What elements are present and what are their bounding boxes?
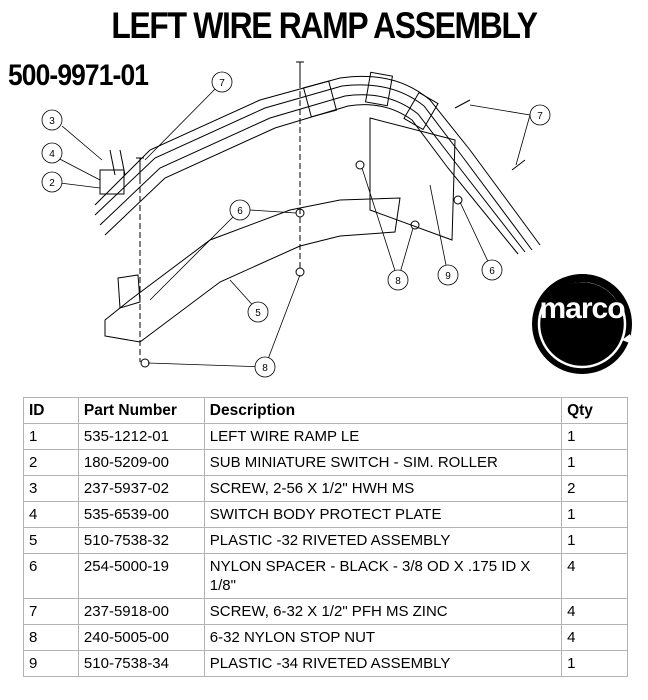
cell-part-number: 180-5209-00: [77, 449, 205, 476]
nut: [295, 267, 305, 277]
cell-description: LEFT WIRE RAMP LE: [203, 423, 563, 450]
cell-qty: 4: [561, 553, 628, 599]
callout: 6: [229, 199, 251, 221]
svg-text:8: 8: [395, 276, 401, 287]
cell-part-number: 510-7538-34: [77, 650, 205, 677]
svg-text:7: 7: [219, 78, 225, 89]
cell-description: SWITCH BODY PROTECT PLATE: [203, 501, 563, 528]
callout: 8: [254, 356, 276, 378]
callout: 7: [211, 71, 233, 93]
logo-wordmark: marco: [539, 292, 625, 325]
cell-part-number: 254-5000-19: [77, 553, 205, 599]
column-header-id: ID: [23, 397, 79, 424]
screw: [511, 159, 526, 171]
cell-description: SUB MINIATURE SWITCH - SIM. ROLLER: [203, 449, 563, 476]
svg-text:7: 7: [537, 111, 543, 122]
cell-qty: 1: [561, 501, 628, 528]
cell-qty: 1: [561, 449, 628, 476]
cell-part-number: 240-5005-00: [77, 624, 205, 651]
callout: 5: [247, 301, 269, 323]
svg-text:3: 3: [49, 116, 55, 127]
cell-qty: 4: [561, 598, 628, 625]
callout: 6: [481, 259, 503, 281]
ramp-clamp: [403, 91, 439, 131]
logo-circle-icon: [532, 274, 632, 374]
page-title: LEFT WIRE RAMP ASSEMBLY: [111, 5, 538, 46]
cell-part-number: 237-5918-00: [77, 598, 205, 625]
ramp-clamp: [364, 71, 394, 107]
wire-ramp-rail: [99, 94, 526, 253]
svg-text:6: 6: [489, 266, 495, 277]
cell-description: NYLON SPACER - BLACK - 3/8 OD X .175 ID …: [203, 553, 563, 599]
cell-id: 8: [23, 624, 79, 651]
screw: [296, 61, 304, 82]
switch-plate: [117, 274, 141, 309]
svg-text:8: 8: [262, 363, 268, 374]
cell-id: 4: [23, 501, 79, 528]
assembly-part-number: 500-9971-01: [8, 59, 149, 92]
ramp-clamp: [302, 80, 338, 118]
cell-part-number: 535-6539-00: [77, 501, 205, 528]
cell-description: SCREW, 6-32 X 1/2" PFH MS ZINC: [203, 598, 563, 625]
cell-part-number: 510-7538-32: [77, 527, 205, 554]
spacer: [453, 195, 463, 205]
screw: [136, 157, 144, 178]
cell-id: 9: [23, 650, 79, 677]
callout: 9: [437, 264, 459, 286]
svg-text:4: 4: [49, 149, 55, 160]
cell-qty: 2: [561, 475, 628, 502]
svg-text:9: 9: [445, 271, 451, 282]
column-header-qty: Qty: [561, 397, 628, 424]
wire-ramp-rail: [94, 75, 541, 246]
svg-text:5: 5: [255, 308, 261, 319]
wire-ramp-rail: [94, 84, 533, 251]
nut: [410, 220, 420, 230]
cell-part-number: 237-5937-02: [77, 475, 205, 502]
callout: 4: [41, 142, 63, 164]
cell-description: PLASTIC -34 RIVETED ASSEMBLY: [203, 650, 563, 677]
callout: 3: [41, 109, 63, 131]
wire-ramp-rail: [104, 104, 519, 255]
callout-labels: 7 3 4 2 6 5 8 7 8 9 6: [41, 71, 551, 378]
cell-id: 1: [23, 423, 79, 450]
cell-description: 6-32 NYLON STOP NUT: [203, 624, 563, 651]
cell-id: 7: [23, 598, 79, 625]
side-plate: [369, 117, 456, 241]
cell-id: 3: [23, 475, 79, 502]
cell-qty: 1: [561, 423, 628, 450]
callout: 8: [387, 269, 409, 291]
cell-id: 5: [23, 527, 79, 554]
column-header-part-number: Part Number: [77, 397, 205, 424]
cell-qty: 4: [561, 624, 628, 651]
cell-qty: 1: [561, 650, 628, 677]
cell-qty: 1: [561, 527, 628, 554]
cell-part-number: 535-1212-01: [77, 423, 205, 450]
nut: [355, 160, 365, 170]
screw: [454, 99, 471, 109]
svg-text:6: 6: [237, 206, 243, 217]
marco-logo: marco: [528, 270, 636, 378]
switch-body: [99, 169, 125, 195]
cell-description: SCREW, 2-56 X 1/2" HWH MS: [203, 475, 563, 502]
cell-description: PLASTIC -32 RIVETED ASSEMBLY: [203, 527, 563, 554]
exploded-assembly-diagram: 7 3 4 2 6 5 8 7 8 9 6: [41, 61, 551, 378]
callout: 2: [41, 171, 63, 193]
table-header-row: ID Part Number Description Qty: [23, 397, 628, 424]
cell-id: 6: [23, 553, 79, 599]
callout: 7: [529, 104, 551, 126]
cell-id: 2: [23, 449, 79, 476]
svg-text:2: 2: [49, 178, 55, 189]
nut: [140, 358, 150, 368]
column-header-description: Description: [203, 397, 563, 424]
